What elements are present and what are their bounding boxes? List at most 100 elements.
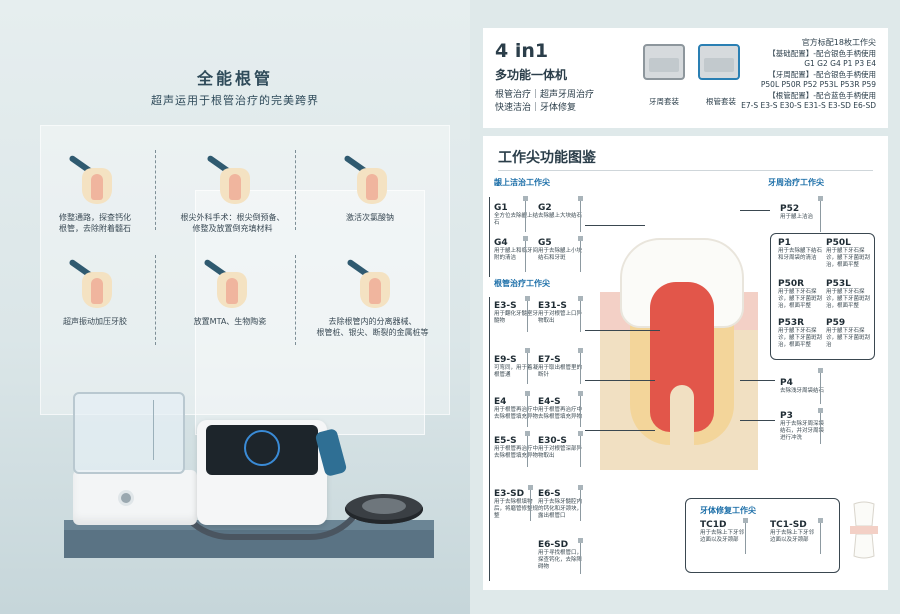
feature-label: 超声振动加压牙胶 [63, 317, 127, 326]
tip-needle-icon [578, 296, 583, 332]
tooth-treatment-icon [68, 148, 120, 208]
tip-needle-icon [578, 196, 583, 232]
product-panel: 全能根管 超声运用于根管治疗的完美跨界 修整通路，探查钙化 根管，去除附着髓石 … [0, 0, 470, 614]
group-scaling: 龈上洁治工作尖 [494, 178, 550, 187]
handpiece-cable [170, 480, 370, 540]
config-line: 【牙周配置】-配合银色手柄使用 [768, 69, 876, 79]
tooth-treatment-icon [343, 148, 395, 208]
tip-needle-icon [743, 518, 748, 554]
tip-needle-icon [523, 196, 528, 232]
feature-label: 根尖外科手术：根尖倒预备、 修整及放置倒充填材料 [180, 213, 285, 233]
bracket-line [489, 297, 490, 581]
section-title: 工作尖功能图鉴 [498, 150, 596, 166]
tooth-treatment-icon [205, 148, 258, 208]
tip-needle-icon [818, 368, 823, 404]
feature-label: 修整通路，探查钙化 根管，去除附着髓石 [59, 213, 131, 233]
water-scale [153, 400, 163, 460]
tip-needle-icon [818, 196, 823, 232]
connector-line [585, 225, 645, 226]
perio-box [770, 233, 875, 360]
glass-backdrop-inner [195, 190, 425, 435]
feature-access: 修整通路，探查钙化 根管，去除附着髓石 [30, 148, 160, 234]
headline-sub: 多功能一体机 [495, 68, 568, 82]
perio-kit-label: 牙周套装 [649, 97, 679, 106]
tip-needle-icon [578, 538, 583, 574]
connector-line [585, 430, 655, 431]
endo-kit-label: 根管套装 [706, 97, 736, 106]
water-tank [73, 392, 185, 474]
divider [295, 255, 296, 345]
perio-kit-image [643, 44, 685, 80]
endo-kit-image [698, 44, 740, 80]
tooth-treatment-icon [345, 252, 398, 312]
config-line: P50L P50R P52 P53L P53R P59 [760, 80, 876, 89]
feature-removal: 去除根管内的分离器械、 根管桩、银尖、断裂的金属桩等 [300, 252, 445, 338]
feature-label: 激活次氯酸钠 [346, 213, 394, 222]
feature-label: 去除根管内的分离器械、 根管桩、银尖、断裂的金属桩等 [316, 317, 429, 337]
tip-needle-icon [818, 518, 823, 554]
divider [295, 150, 296, 230]
group-restore: 牙体修复工作尖 [700, 506, 756, 515]
config-line: 【根管配置】-配合蓝色手柄使用 [768, 90, 876, 100]
tip-needle-icon [578, 236, 583, 272]
config-line: 【基础配置】-配合银色手柄使用 [768, 48, 876, 58]
tip-needle-icon [525, 431, 530, 467]
power-dial [244, 430, 280, 466]
headline: 4 in1 [495, 40, 549, 62]
connector-line [740, 380, 775, 381]
divider [155, 150, 156, 230]
config-line: G1 G2 G4 P1 P3 E4 [804, 59, 876, 68]
tip-needle-icon [578, 485, 583, 521]
config-list: 官方标配18枚工作尖 【基础配置】-配合银色手柄使用 G1 G2 G4 P1 P… [741, 38, 876, 112]
tooth-treatment-icon [68, 252, 120, 312]
tip-needle-icon [525, 348, 530, 384]
connector-line [585, 330, 660, 331]
restore-box [685, 498, 840, 573]
config-line: E7-S E3-S E30-S E31-S E3-SD E6-SD [741, 101, 876, 110]
tag-line: 快速洁治｜牙体修复 [495, 103, 577, 113]
function-tags: 根管治疗｜超声牙周治疗 快速洁治｜牙体修复 [495, 89, 594, 115]
foot-pedal-top [362, 498, 406, 514]
tooth-pair-icon [850, 501, 878, 559]
feature-naocl: 激活次氯酸钠 [305, 148, 435, 223]
group-endo: 根管治疗工作尖 [494, 279, 550, 288]
connector-line [585, 380, 655, 381]
group-perio: 牙周治疗工作尖 [768, 178, 824, 187]
tank-knob [118, 490, 134, 506]
section-divider [498, 170, 873, 171]
tag-line: 根管治疗｜超声牙周治疗 [495, 90, 595, 100]
water-tank-base [73, 470, 197, 525]
feature-mta: 放置MTA、生物陶瓷 [165, 252, 295, 327]
connector-line [740, 420, 775, 421]
tip-needle-icon [525, 296, 530, 332]
divider [155, 255, 156, 345]
panel-subtitle: 超声运用于根管治疗的完美跨界 [151, 94, 319, 107]
tip-needle-icon [525, 391, 530, 427]
tip-needle-icon [818, 408, 823, 444]
feature-apical-surgery: 根尖外科手术：根尖倒预备、 修整及放置倒充填材料 [165, 148, 300, 234]
tip-needle-icon [578, 391, 583, 427]
tip-needle-icon [523, 236, 528, 272]
